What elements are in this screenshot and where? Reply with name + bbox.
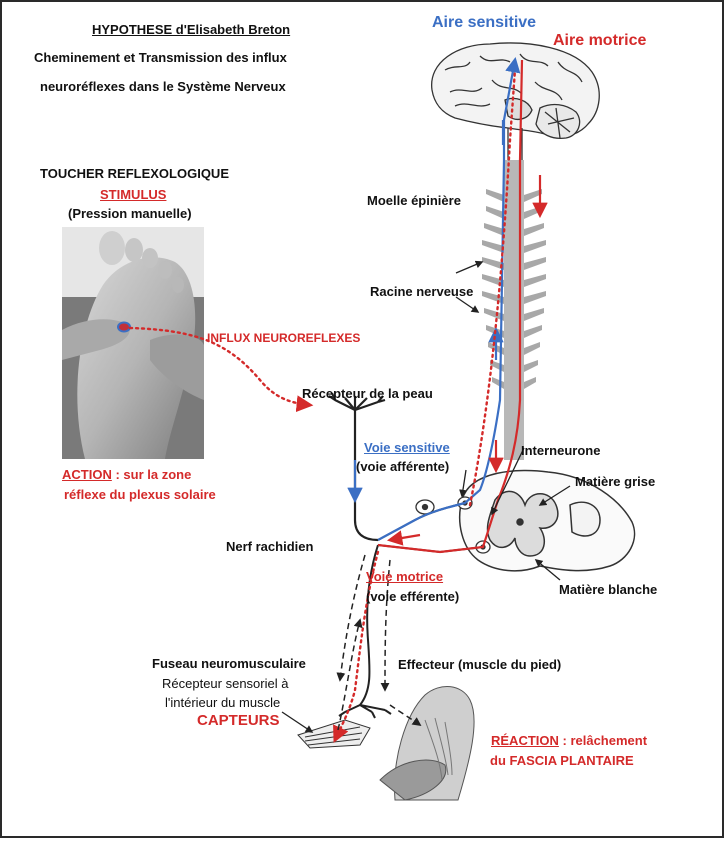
page-title: HYPOTHESE d'Elisabeth Breton xyxy=(92,22,291,37)
matiere-grise-label: Matière grise xyxy=(575,474,656,489)
stimulus-label: STIMULUS xyxy=(100,187,167,202)
dashed-pathways xyxy=(336,554,422,731)
effecteur-label: Effecteur (muscle du pied) xyxy=(398,657,562,672)
motor-pathway xyxy=(377,59,548,554)
action-label: ACTION xyxy=(62,467,112,482)
subtitle-line-1: Cheminement et Transmission des influx xyxy=(34,50,287,65)
action-line-2: réflexe du plexus solaire xyxy=(64,487,216,502)
skin-receptor xyxy=(328,392,386,542)
foot-photo xyxy=(62,227,204,459)
recepteur-sensoriel-label: Récepteur sensoriel à xyxy=(162,676,289,691)
matiere-blanche-label: Matière blanche xyxy=(559,582,658,597)
influx-label: INFLUX NEUROREFLEXES xyxy=(207,331,361,345)
sensory-pathway xyxy=(347,56,521,541)
fascia-label: du FASCIA PLANTAIRE xyxy=(490,753,634,768)
subtitle-line-2: neuroréflexes dans le Système Nerveux xyxy=(40,79,286,94)
racine-label: Racine nerveuse xyxy=(370,284,474,299)
reaction-label: RÉACTION xyxy=(491,733,559,748)
spinal-cord xyxy=(482,160,546,460)
action-line-1: ACTION : sur la zone xyxy=(62,467,191,482)
aire-sensitive-label: Aire sensitive xyxy=(432,14,537,31)
action-text-1: : sur la zone xyxy=(111,467,192,482)
recepteur-peau-label: Récepteur de la peau xyxy=(302,386,433,401)
motor-endplate xyxy=(338,704,392,719)
reaction-foot-illustration xyxy=(379,686,475,801)
reaction-line-1: RÉACTION : relâchement xyxy=(491,733,647,748)
voie-sensitive-label: Voie sensitive xyxy=(364,440,450,455)
voie-motrice-label: Voie motrice xyxy=(366,569,444,584)
fuseau-label: Fuseau neuromusculaire xyxy=(152,656,306,671)
cord-cross-section xyxy=(459,469,636,572)
influx-dotted-pathways xyxy=(128,68,517,744)
voie-efferente-label: (voie efférente) xyxy=(366,589,460,604)
nerf-rachidien-label: Nerf rachidien xyxy=(226,539,314,554)
touch-heading: TOUCHER REFLEXOLOGIQUE xyxy=(40,166,229,181)
interneurone-label: Interneurone xyxy=(521,443,601,458)
stimulus-sub: (Pression manuelle) xyxy=(68,206,192,221)
muscle-spindle xyxy=(297,719,371,749)
aire-motrice-label: Aire motrice xyxy=(553,32,647,49)
label-leaders xyxy=(281,260,571,733)
capteurs-label: CAPTEURS xyxy=(197,712,280,729)
voie-afferente-label: (voie afférente) xyxy=(356,459,450,474)
moelle-label: Moelle épinière xyxy=(367,193,461,208)
reaction-text: : relâchement xyxy=(558,733,648,748)
interieur-muscle-label: l'intérieur du muscle xyxy=(165,695,281,710)
